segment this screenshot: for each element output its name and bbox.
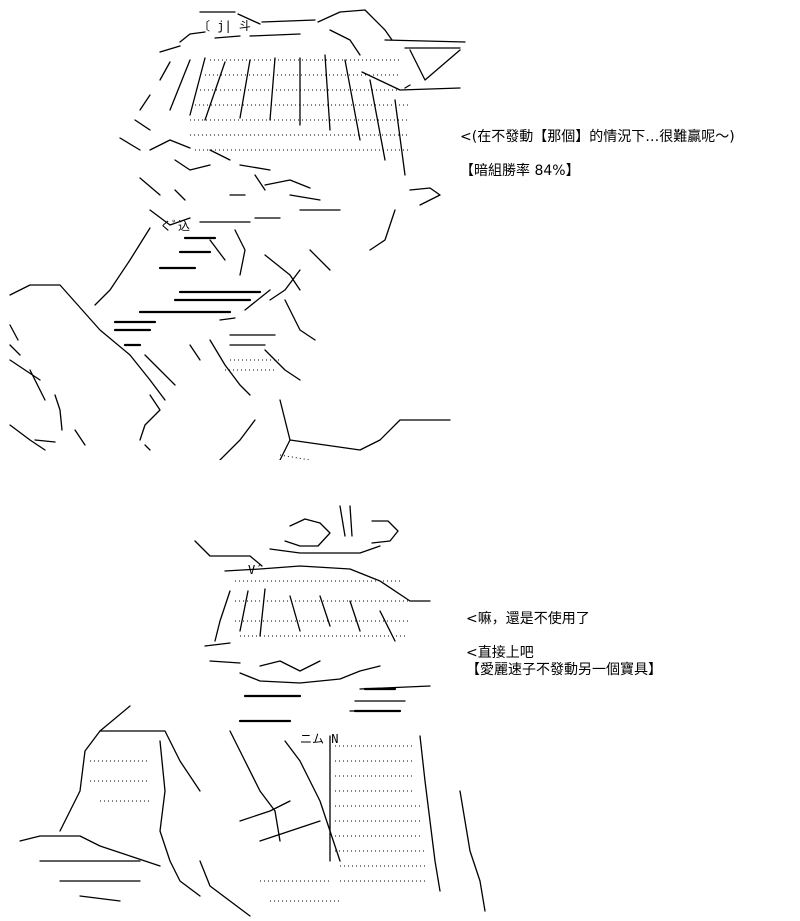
ascii-glyph-top-2: くﾞ込 <box>160 219 190 233</box>
narration-caption: 【愛麗速子不發動另一個寶具】 <box>466 662 662 678</box>
ascii-art-drawing-bottom: V´ ニム N <box>19 505 486 917</box>
ascii-glyph-bottom-1: V´ <box>248 563 262 577</box>
ascii-art-figure-bottom: V´ ニム N <box>0 461 800 921</box>
ascii-glyph-top-1: 〔 j| 斗 <box>198 19 251 33</box>
dialog-line: <直接上吧 <box>466 645 534 661</box>
dialog-line: <(在不發動【那個】的情況下…很難贏呢～) <box>460 129 735 145</box>
dialog-line: <嘛，還是不使用了 <box>466 611 590 627</box>
win-rate-caption: 【暗組勝率 84%】 <box>460 163 580 179</box>
ascii-art-figure-top: 〔 j| 斗 くﾞ込 <box>0 0 800 460</box>
ascii-art-drawing-top: 〔 j| 斗 くﾞ込 <box>9 9 466 460</box>
ascii-glyph-bottom-2: ニム N <box>300 732 338 746</box>
